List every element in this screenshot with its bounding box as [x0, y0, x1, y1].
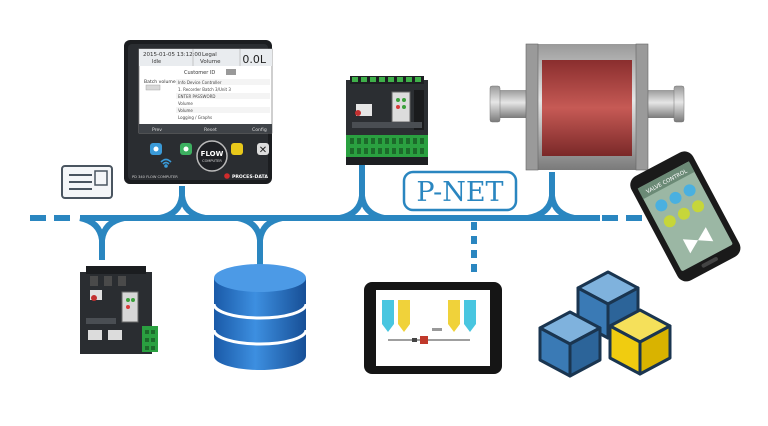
fc-row: ENTER PASSWORD	[178, 94, 215, 99]
smartphone-device: VALVE CONTROL	[630, 151, 741, 282]
fc-volume-value: 0.0L	[242, 53, 266, 66]
flowmeter-red-body	[542, 60, 632, 156]
fc-logo-text: FLOW	[201, 150, 224, 158]
fc-softkey-reset: Reset	[204, 127, 217, 133]
fc-softkey-prev: Prev	[152, 127, 162, 133]
drop-flowmeter-left	[527, 172, 555, 221]
fc-model-label: PD 340 FLOW COMPUTER	[132, 175, 178, 179]
database-icon	[212, 264, 308, 370]
svg-text:✕: ✕	[259, 145, 267, 156]
fc-row: Logging / Graphs	[178, 115, 212, 120]
wifi-icon	[160, 158, 172, 168]
tablet-device	[364, 282, 502, 374]
fc-section-title: Customer ID	[184, 70, 215, 76]
fc-brand-label: PROCES-DATA	[232, 174, 268, 180]
flowmeter-device	[489, 43, 685, 171]
flow-computer-logo	[196, 140, 228, 172]
fc-idle: Idle	[152, 59, 161, 65]
drop-flow-computer-right	[179, 195, 206, 221]
drop-controller-left	[79, 215, 105, 260]
fc-cancel-button	[257, 143, 269, 155]
fc-logo-subtext: COMPUTER	[202, 159, 222, 163]
fc-row: Volume	[178, 101, 193, 106]
fc-row: Info Device Controller	[178, 80, 222, 85]
fc-yellow-button	[231, 143, 243, 155]
drop-io-module-left	[339, 164, 365, 221]
fc-menu-rows: Info Device Controller 1. Recorder Batch…	[176, 79, 270, 120]
id-card-icon	[61, 165, 113, 199]
pnet-bus	[30, 164, 650, 278]
io-module-device	[346, 76, 428, 165]
fc-left-label: Batch volume	[144, 79, 176, 85]
pnet-label: P-NET	[416, 177, 503, 208]
fc-datetime: 2015-01-05 13:12:00	[143, 52, 202, 58]
pnet-label-box: P-NET	[402, 170, 518, 212]
drop-database-left	[237, 215, 263, 268]
drop-flow-computer-left	[159, 186, 185, 221]
fc-row: 1. Recorder Batch 3/Unit 3	[178, 87, 231, 92]
drop-flowmeter-right	[549, 195, 575, 221]
fc-softkey-config: Config	[252, 127, 267, 133]
drop-controller-right	[99, 215, 125, 241]
drop-io-module-right	[359, 195, 385, 221]
fc-legal-label: Legal	[202, 52, 217, 58]
flow-computer-device: 2015-01-05 13:12:00 Idle Legal Volume 0.…	[124, 40, 273, 184]
fc-row: Volume	[178, 108, 193, 113]
controller-device	[80, 266, 158, 354]
drop-database-right	[257, 215, 283, 241]
cubes-icon	[538, 270, 672, 378]
fc-volume-label: Volume	[200, 59, 221, 65]
